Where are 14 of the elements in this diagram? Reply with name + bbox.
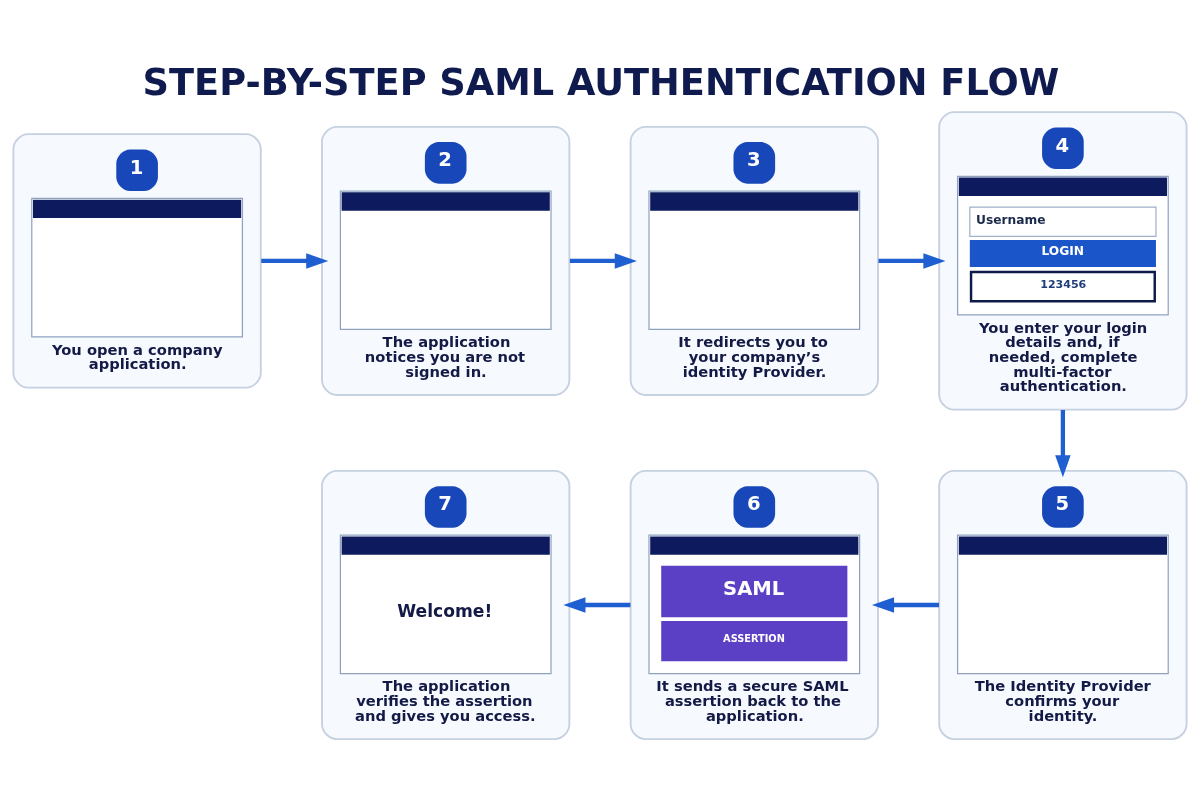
arrow (569, 252, 637, 269)
arrow (1055, 409, 1071, 477)
arrow (878, 252, 946, 269)
arrow (261, 252, 329, 269)
node-box: 5 The Identity Provider confirms your identity. (938, 469, 1188, 740)
diagram-title: STEP-BY-STEP SAML AUTHENTICATION FLOW (142, 60, 1060, 104)
arrow (563, 596, 631, 613)
node-box: 2 The application notices you are not signed in. (321, 125, 571, 396)
node-box: 6 SAML ASSERTION It sends a secure SAML assertion back to the application. (629, 469, 879, 740)
node-box: 4 Username LOGIN 123456 You enter your login details and, if needed, complete multi-factor authentication. (938, 110, 1188, 411)
node-box: 1 You open a company application. (12, 132, 262, 389)
arrow (871, 596, 939, 613)
node-box: 7 Welcome! The application verifies the assertion and gives you access. (321, 469, 571, 740)
node-box: 3 It redirects you to your company’s identity Provider. (629, 125, 879, 396)
